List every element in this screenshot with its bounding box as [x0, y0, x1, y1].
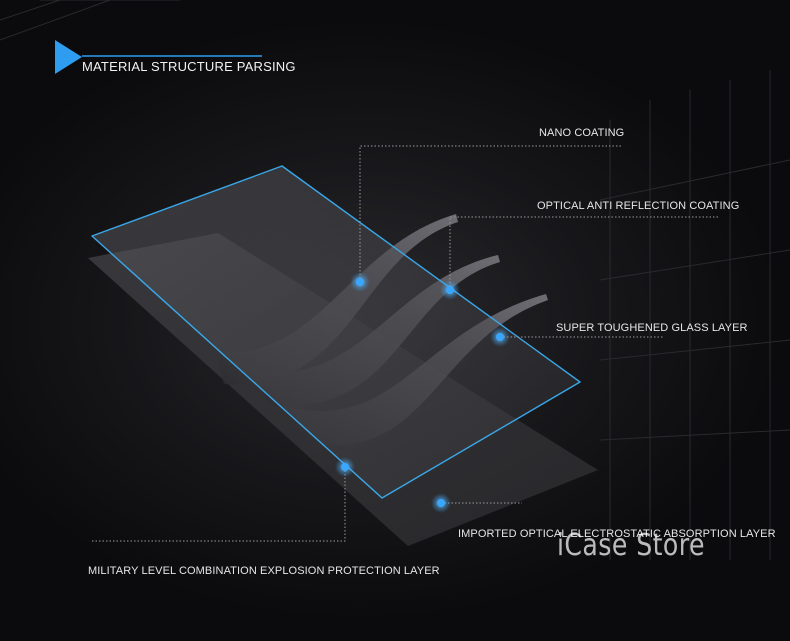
store-watermark: iCase Store	[557, 528, 705, 563]
dot-marker-icon	[446, 286, 454, 294]
page-title: MATERIAL STRUCTURE PARSING	[82, 59, 296, 74]
label-nano-coating: NANO COATING	[539, 127, 625, 139]
label-anti-reflection: OPTICAL ANTI REFLECTION COATING	[537, 200, 740, 212]
play-triangle-icon	[55, 40, 82, 74]
leader-lines	[92, 145, 720, 542]
callout-dots	[335, 272, 510, 513]
dot-marker-icon	[356, 278, 364, 286]
label-military-layer: MILITARY LEVEL COMBINATION EXPLOSION PRO…	[88, 565, 440, 577]
glass-panel	[91, 165, 581, 499]
label-toughened-glass: SUPER TOUGHENED GLASS LAYER	[556, 322, 748, 334]
dot-marker-icon	[341, 463, 349, 471]
dot-marker-icon	[496, 333, 504, 341]
dot-marker-icon	[437, 499, 445, 507]
background-lines	[0, 0, 790, 560]
label-absorption-layer: IMPORTED OPTICAL ELECTROSTATIC ABSORPTIO…	[458, 528, 776, 540]
